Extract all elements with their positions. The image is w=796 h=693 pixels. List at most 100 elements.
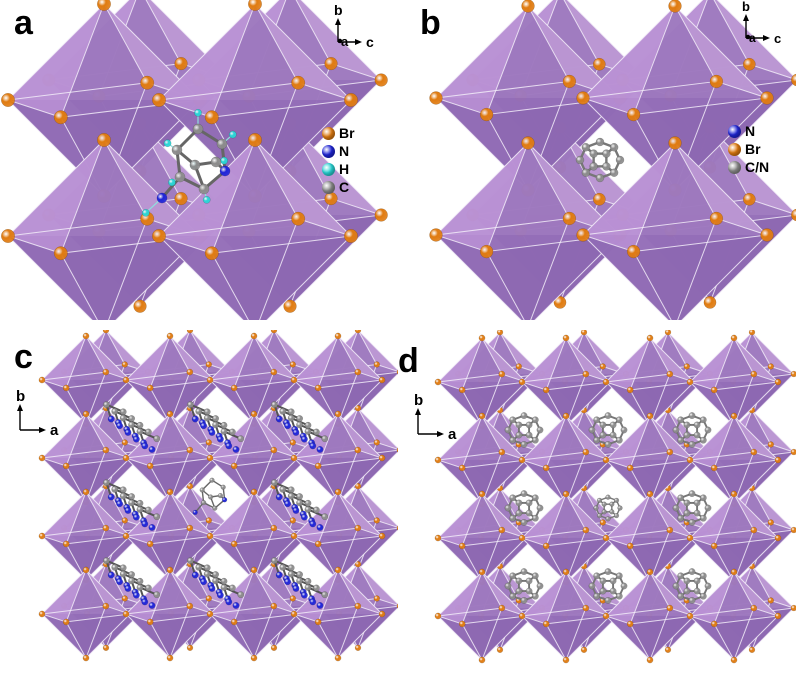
octahedron (41, 413, 131, 503)
c-atom (153, 435, 161, 443)
octa-edge (60, 253, 98, 320)
octa-edge (716, 80, 768, 99)
octa-edge (293, 457, 319, 467)
octa-edge (169, 491, 191, 529)
octa-edge (211, 3, 256, 118)
octa-edge (649, 415, 671, 453)
br-atom (434, 378, 442, 386)
octa-edge (337, 413, 359, 451)
br-atom (774, 456, 782, 464)
n-atom (116, 500, 124, 508)
octa-edge (253, 491, 275, 529)
octahedron (209, 491, 299, 581)
octa-edge (437, 381, 463, 391)
br-atom (378, 376, 386, 384)
br-atom (186, 602, 194, 610)
br-atom (166, 654, 174, 662)
octa-edge (318, 457, 383, 467)
axis-right-label: c (366, 34, 374, 50)
n-atom (275, 571, 283, 579)
octa-face (486, 235, 620, 320)
cn-atom (604, 412, 612, 420)
octa-face (66, 458, 130, 502)
octa-edge (605, 459, 631, 469)
octa-edge (689, 373, 754, 383)
octa-edge (85, 527, 107, 581)
octa-edge (293, 569, 339, 615)
n-atom (200, 578, 208, 586)
br-atom (378, 454, 386, 462)
octa-edge (565, 415, 611, 461)
octa-edge (545, 571, 567, 625)
axis-into-label: a (749, 31, 756, 45)
octa-edge (293, 379, 319, 389)
octa-face (150, 614, 214, 658)
cn-atom (620, 426, 628, 434)
octa-edge (667, 331, 711, 375)
octa-edge (158, 82, 299, 101)
octa-edge (649, 607, 671, 661)
br-atom (429, 228, 443, 242)
octa-face (438, 572, 482, 624)
octa-face (630, 538, 694, 582)
octa-edge (462, 459, 527, 469)
octa-edge (317, 621, 339, 659)
octa-edge (253, 605, 275, 659)
octa-edge (85, 449, 107, 503)
cn-atom (704, 582, 712, 590)
c-atom (296, 499, 304, 507)
br-atom (498, 370, 506, 378)
br-atom (562, 568, 570, 576)
octa-edge (158, 99, 212, 118)
octa-edge (85, 491, 107, 529)
br-atom (562, 74, 577, 89)
octa-edge (733, 415, 779, 461)
br-atom (314, 462, 322, 470)
octa-face (66, 536, 130, 580)
octa-edge (689, 571, 735, 617)
octa-edge (605, 373, 670, 383)
c-atom (171, 144, 183, 156)
octa-edge (435, 217, 570, 236)
octa-edge (125, 457, 151, 467)
br-atom (102, 644, 110, 651)
octa-edge (667, 331, 688, 367)
br-atom (709, 211, 724, 226)
octa-edge (499, 409, 543, 453)
octa-edge (233, 413, 255, 467)
br-atom (626, 620, 634, 628)
n-atom (225, 442, 233, 450)
octa-edge (189, 485, 210, 521)
legend-label: C (339, 179, 350, 195)
octa-edge (565, 607, 587, 661)
octa-face (211, 236, 351, 320)
br-atom (562, 211, 577, 226)
octa-edge (499, 487, 543, 531)
octa-face (522, 338, 566, 390)
c-atom (321, 513, 329, 521)
octa-edge (481, 337, 527, 383)
br-atom (334, 654, 342, 662)
octa-edge (521, 459, 567, 505)
octa-edge (714, 615, 779, 625)
octa-edge (481, 381, 527, 427)
n-atom (284, 500, 292, 508)
octahedron (689, 571, 779, 661)
c-atom (209, 477, 215, 483)
n-atom (132, 435, 140, 443)
cn-atom (595, 137, 605, 147)
c-atom (111, 485, 119, 493)
c-atom (228, 428, 236, 436)
octa-edge (605, 459, 651, 505)
cn-atom (683, 587, 691, 595)
octa-edge (150, 457, 215, 467)
octa-edge (527, 5, 570, 82)
cn-atom (699, 592, 707, 600)
c-atom (296, 577, 304, 585)
br-atom (121, 439, 128, 446)
c-atom (136, 421, 144, 429)
c-atom (270, 479, 278, 487)
octa-edge (461, 623, 483, 661)
axis-right-arrow (437, 431, 444, 437)
octa-edge (521, 493, 567, 539)
